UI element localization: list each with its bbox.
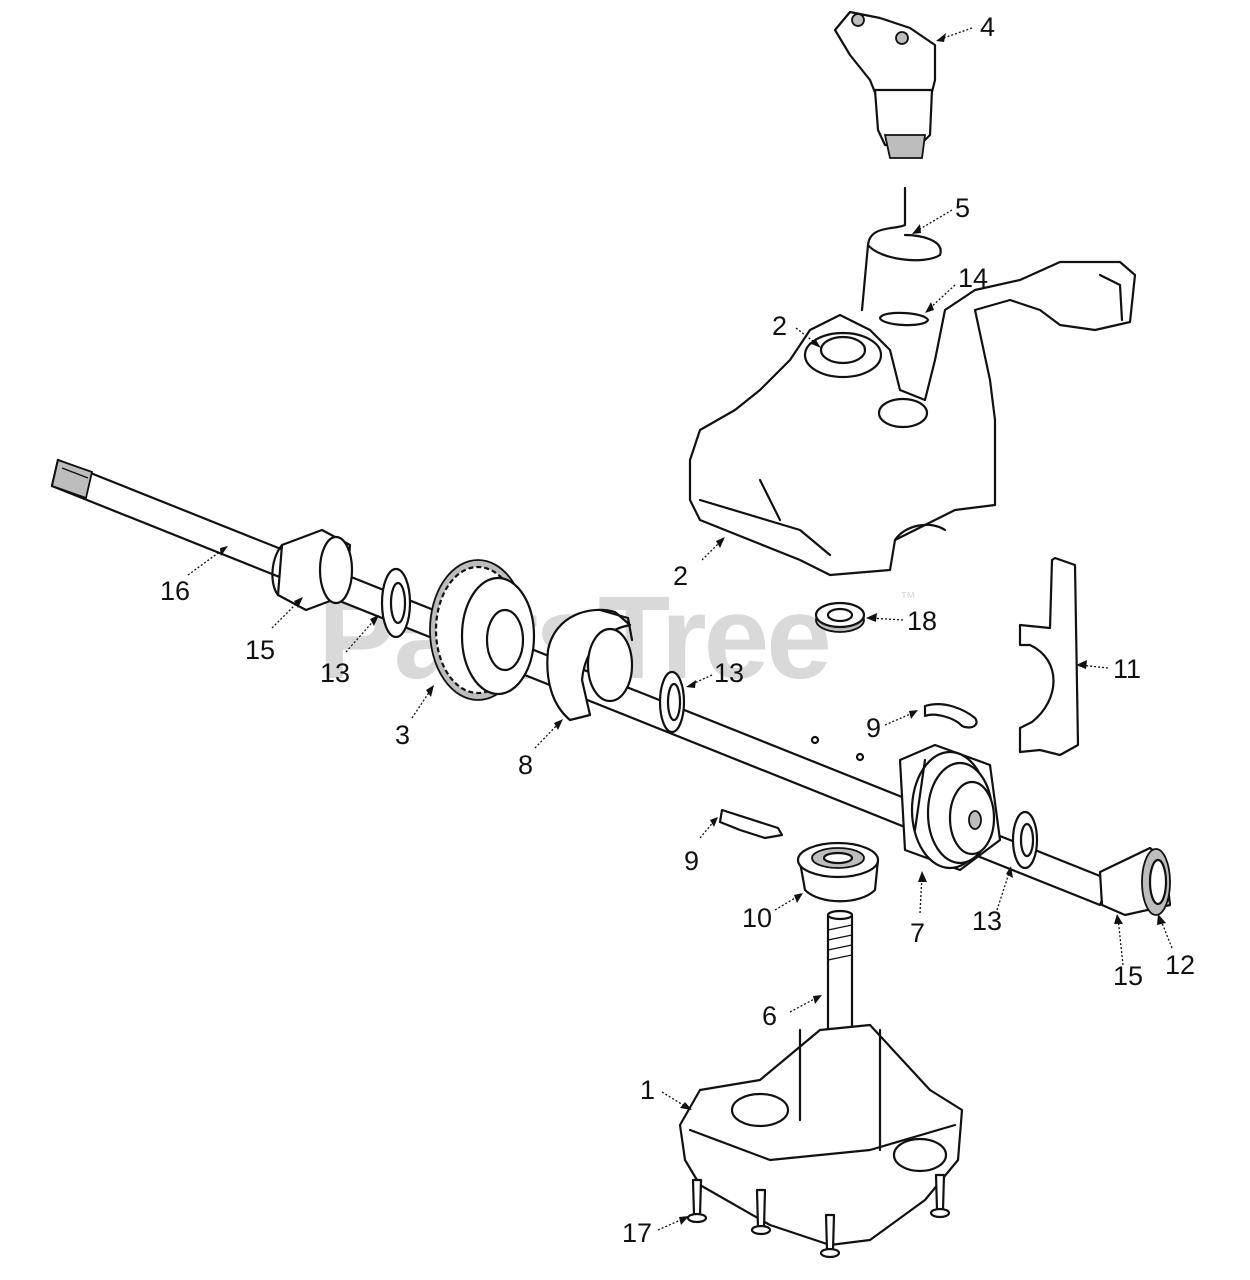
callout-6: 6 [762, 1001, 778, 1031]
part-9-key-lower[interactable] [718, 808, 784, 840]
part-13-washer-middle[interactable] [658, 670, 686, 734]
callout-16: 16 [160, 576, 191, 606]
part-17-screws[interactable] [686, 1173, 951, 1259]
part-15-bushing-left[interactable] [271, 528, 354, 612]
callout-12: 12 [1165, 950, 1196, 980]
callout-1: 1 [640, 1075, 656, 1105]
callout-7: 7 [910, 918, 926, 948]
callout-9-upper: 9 [866, 713, 882, 743]
callout-2-upper: 2 [772, 311, 788, 341]
part-10-bearing[interactable] [796, 841, 880, 903]
part-5-spring[interactable] [860, 186, 942, 312]
callout-14: 14 [958, 263, 989, 293]
callout-15-left: 15 [245, 635, 276, 665]
part-8-clutch-collar[interactable] [546, 608, 634, 722]
part-13-washer-left[interactable] [380, 567, 412, 639]
callout-8: 8 [518, 750, 534, 780]
part-12-seal[interactable] [1141, 848, 1171, 916]
part-18-seal[interactable] [814, 601, 866, 633]
part-1-lower-housing[interactable] [678, 1023, 964, 1247]
trademark-symbol: ™ [900, 590, 916, 607]
part-2-upper-housing[interactable] [688, 260, 1137, 577]
callout-3: 3 [395, 720, 411, 750]
callout-11: 11 [1113, 654, 1142, 684]
callout-leaders [187, 27, 1173, 1231]
part-13-washer-right[interactable] [1011, 810, 1039, 870]
callout-13-right: 13 [972, 906, 1003, 936]
part-4-shift-assembly[interactable] [833, 10, 937, 159]
part-11-shift-fork[interactable] [1018, 556, 1080, 757]
part-3-gear[interactable] [429, 559, 536, 701]
callout-13-left: 13 [320, 658, 351, 688]
callout-17: 17 [622, 1218, 653, 1248]
part-7-worm-gear[interactable] [898, 743, 1002, 872]
callout-18: 18 [907, 606, 938, 636]
callout-15-right: 15 [1113, 961, 1144, 991]
callout-4: 4 [980, 12, 996, 42]
callout-10: 10 [742, 903, 773, 933]
part-14-clip[interactable] [878, 311, 930, 327]
callout-9-lower: 9 [684, 846, 700, 876]
part-9-key-upper[interactable] [923, 703, 978, 729]
callout-5: 5 [955, 193, 971, 223]
callout-13-middle: 13 [714, 658, 745, 688]
callout-2-lower: 2 [673, 561, 689, 591]
